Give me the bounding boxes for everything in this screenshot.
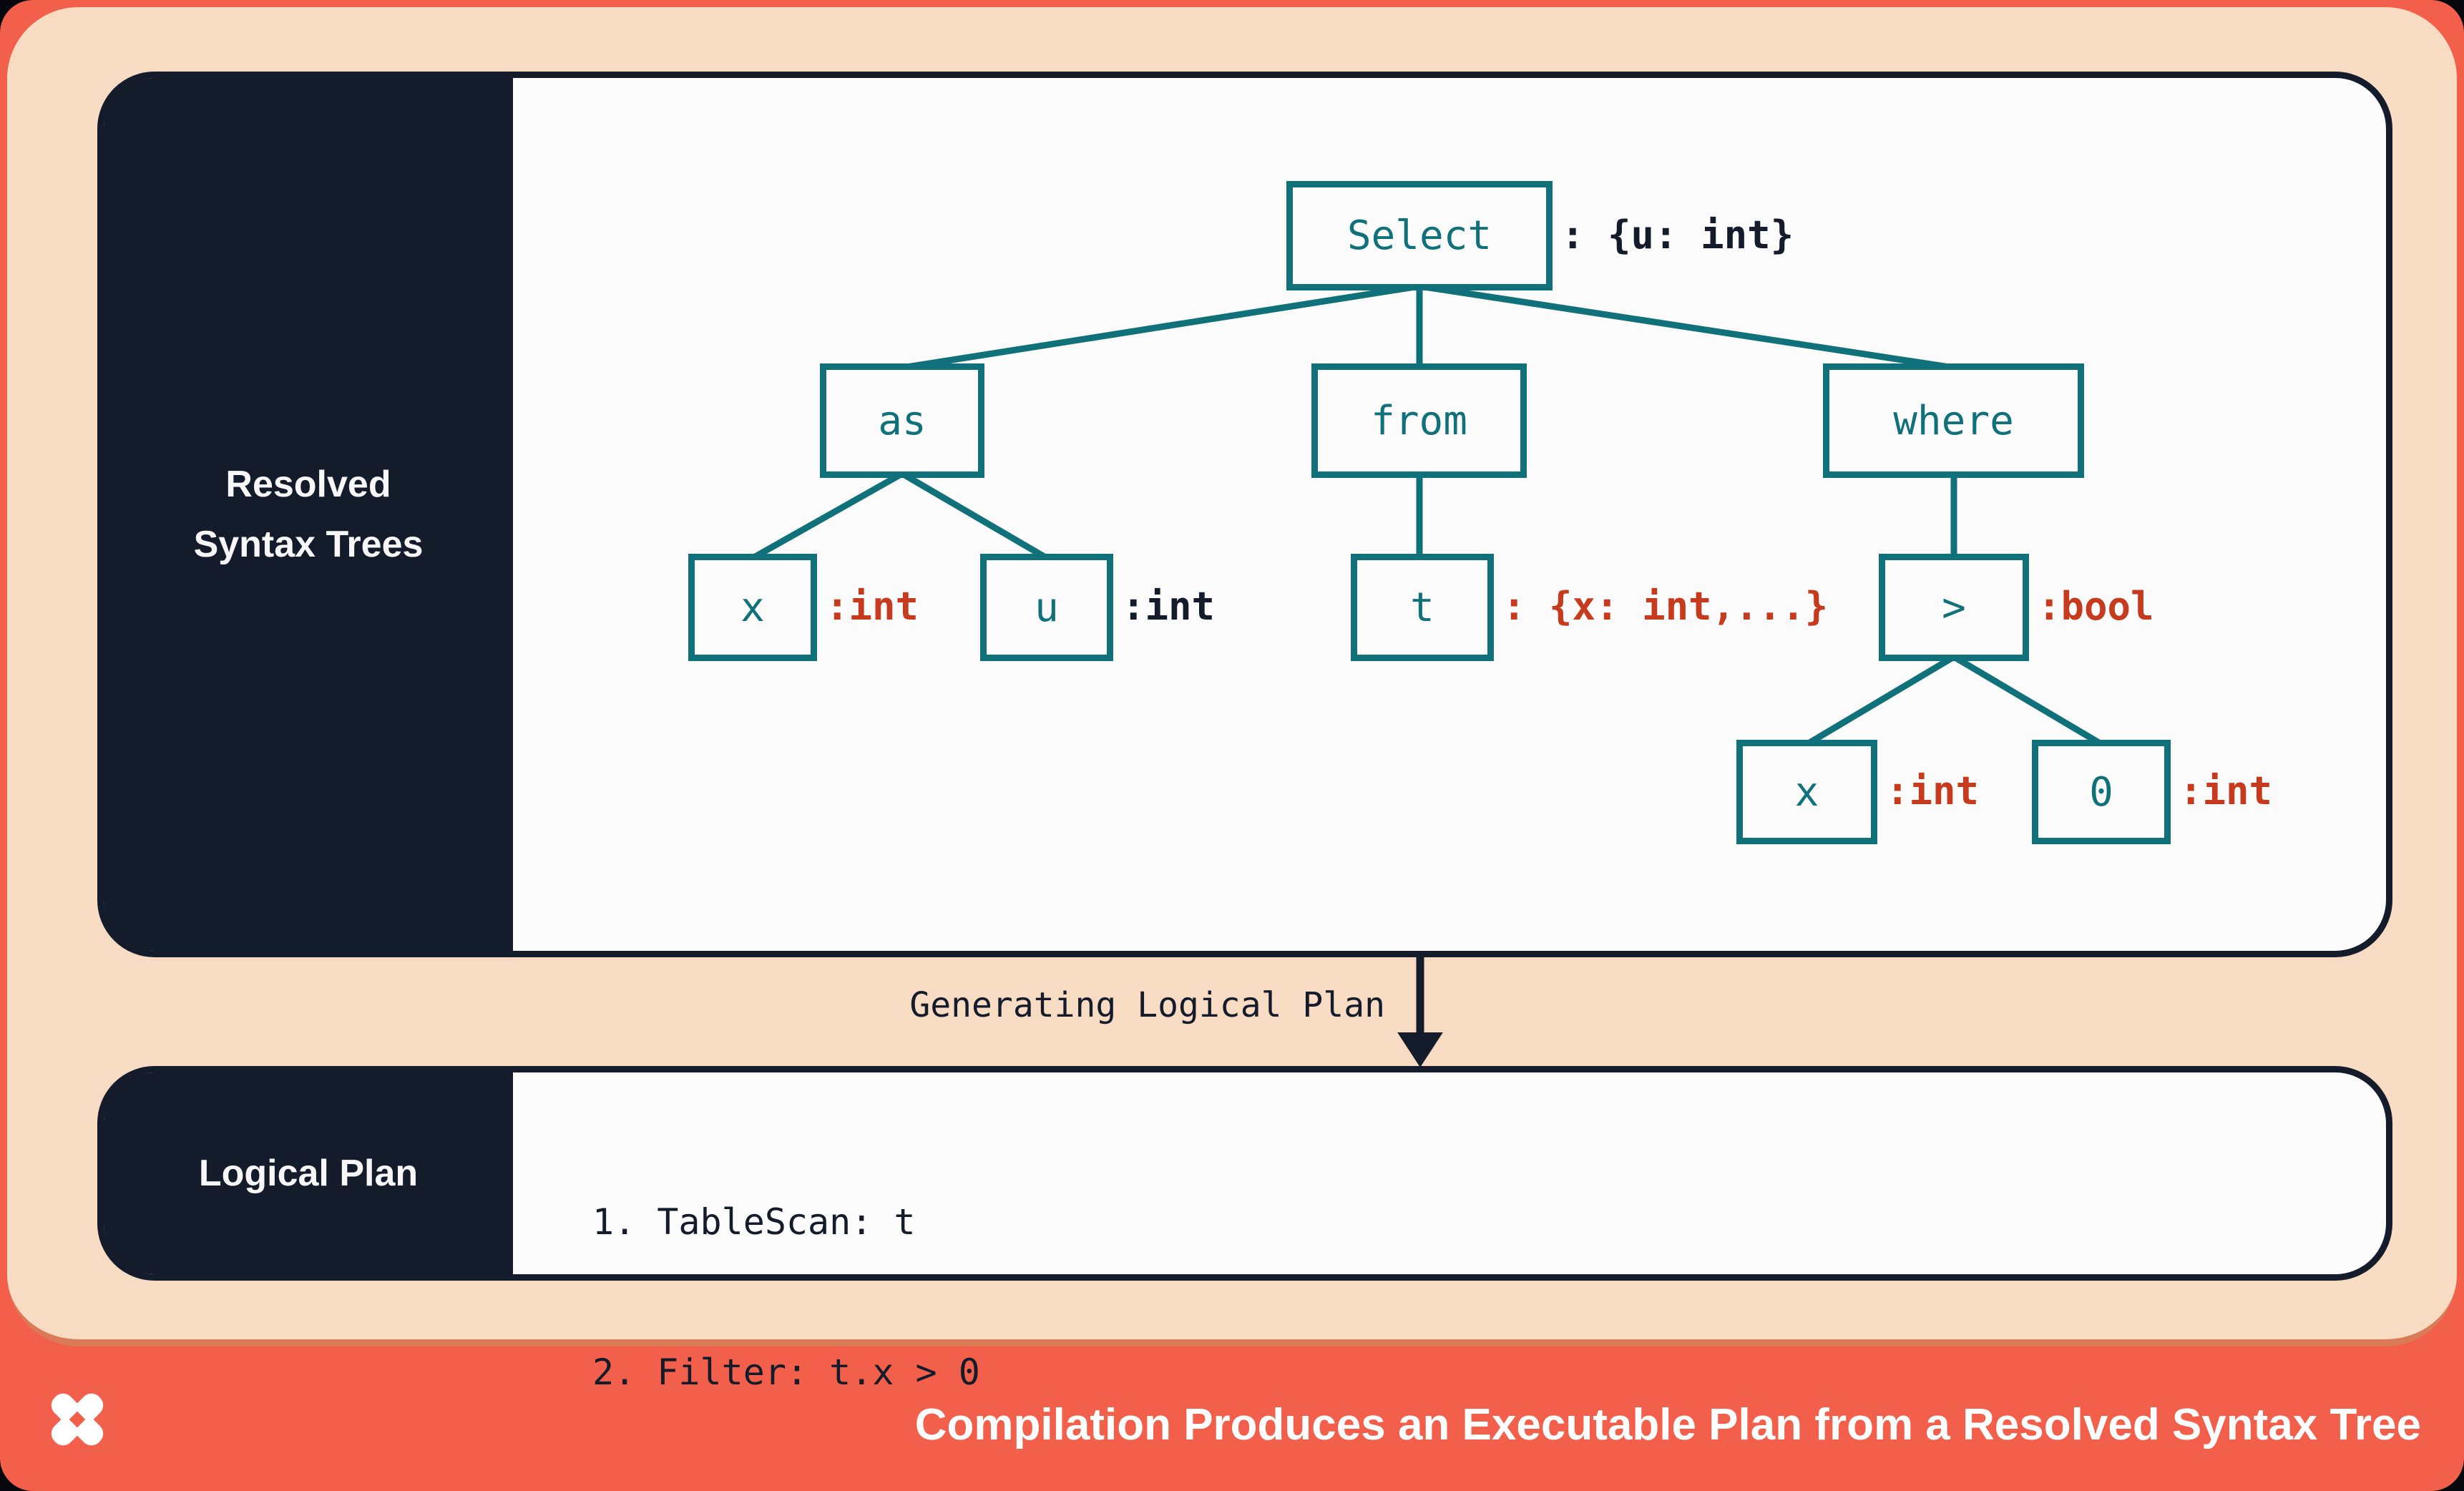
logical-plan-step-1: 1. TableScan: t	[592, 1201, 916, 1243]
transition-label: Generating Logical Plan	[909, 985, 1385, 1025]
type-annotation-u: :int	[1122, 584, 1216, 630]
tree-node-gt: >	[1879, 554, 2029, 661]
type-annotation-x-left: :int	[826, 584, 919, 630]
tree-node-zero: 0	[2032, 740, 2171, 844]
type-annotation-gt: :bool	[2038, 584, 2154, 630]
type-annotation-zero: :int	[2179, 768, 2273, 814]
logical-plan-steps: 1. TableScan: t 2. Filter: t.x > 0 3. Pr…	[592, 1097, 1087, 1491]
tree-node-u: u	[980, 554, 1113, 661]
logical-plan-label: Logical Plan	[198, 1153, 419, 1194]
tree-node-from: from	[1311, 363, 1527, 478]
tree-node-where: where	[1823, 363, 2084, 478]
resolved-syntax-trees-panel: Resolved Syntax Trees	[97, 72, 2392, 957]
logical-plan-panel: Logical Plan	[97, 1066, 2392, 1281]
type-annotation-x-right: :int	[1886, 768, 1980, 814]
footer-title: Compilation Produces an Executable Plan …	[914, 1400, 2421, 1450]
type-annotation-select: : {u: int}	[1561, 212, 1794, 258]
dolt-pinwheel-logo-icon	[51, 1393, 104, 1446]
type-annotation-t: : {x: int,...}	[1502, 584, 1829, 630]
resolved-syntax-trees-label: Resolved Syntax Trees	[193, 464, 424, 565]
logical-plan-step-2: 2. Filter: t.x > 0	[592, 1351, 980, 1393]
tree-node-as: as	[820, 363, 984, 478]
tree-node-x-right: x	[1736, 740, 1877, 844]
tree-node-select: Select	[1286, 181, 1553, 290]
tree-node-t: t	[1351, 554, 1494, 661]
tree-node-x-left: x	[688, 554, 817, 661]
resolved-syntax-trees-sidebar: Resolved Syntax Trees	[104, 78, 513, 951]
logical-plan-sidebar: Logical Plan	[104, 1072, 513, 1274]
